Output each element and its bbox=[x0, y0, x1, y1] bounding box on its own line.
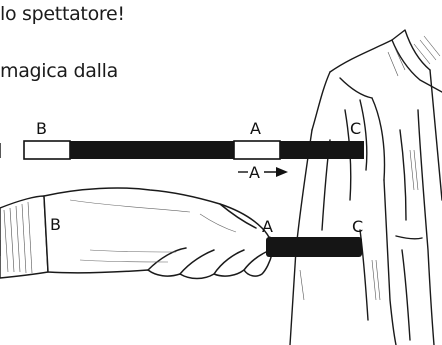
top-wand-body bbox=[70, 141, 234, 159]
label-top-b: B bbox=[36, 119, 47, 138]
top-wand-tip-b bbox=[24, 141, 70, 159]
arrow-head-icon bbox=[276, 167, 288, 177]
held-wand-end bbox=[266, 237, 362, 257]
top-wand-section-a bbox=[234, 141, 280, 159]
label-hand-a: A bbox=[262, 217, 273, 236]
top-wand-end-c bbox=[280, 141, 364, 159]
top-wand bbox=[0, 141, 364, 159]
label-arrow-a: A bbox=[249, 163, 260, 182]
jacket-hatching bbox=[300, 36, 440, 300]
label-hand-c: C bbox=[352, 217, 363, 236]
label-top-a: A bbox=[250, 119, 261, 138]
spectator-figure bbox=[290, 30, 442, 345]
movement-arrow bbox=[238, 167, 288, 177]
label-hand-b: B bbox=[50, 215, 61, 234]
label-top-c: C bbox=[350, 119, 361, 138]
hand bbox=[44, 188, 273, 279]
